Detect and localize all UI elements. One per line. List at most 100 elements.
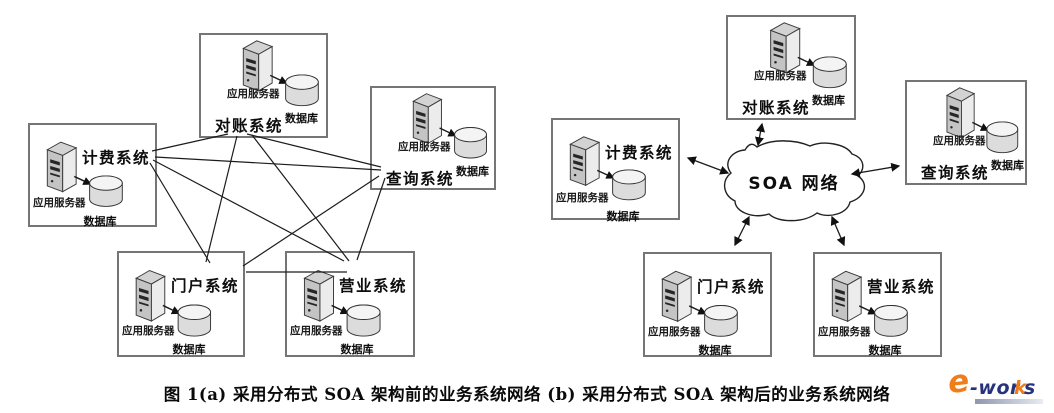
- server-to-db-arrow: [331, 304, 350, 315]
- link-reconciliation-portal: [205, 135, 238, 263]
- system-box-a-query: 查询系统 应用服务器 数据库: [370, 86, 496, 190]
- server-database-art: [831, 270, 908, 337]
- system-name: 计费系统: [605, 144, 674, 162]
- database-label: 数据库: [868, 344, 902, 357]
- arrow-query-soa: [850, 162, 901, 178]
- link-reconciliation-business: [251, 134, 350, 262]
- app-server-icon: [661, 270, 693, 323]
- database-icon: [285, 74, 319, 107]
- database-icon: [346, 304, 381, 337]
- arrow-reconciliation-soa: [754, 122, 766, 147]
- system-box-b-billing: 计费系统 应用服务器 数据库: [551, 118, 680, 223]
- server-to-db-arrow: [73, 175, 92, 185]
- app-server-icon: [769, 22, 801, 74]
- database-label: 数据库: [698, 344, 732, 357]
- system-name: 对账系统: [742, 99, 811, 117]
- logo-text-dark-end: s: [1024, 377, 1036, 399]
- system-box-a-billing: 计费系统 应用服务器 数据库: [28, 123, 157, 228]
- app-server-icon: [831, 270, 863, 323]
- system-box-b-reconciliation: 对账系统 应用服务器 数据库: [726, 15, 856, 120]
- link-billing-query: [154, 156, 382, 171]
- server-database-art: [412, 93, 487, 159]
- system-box-b-query: 查询系统 应用服务器 数据库: [905, 80, 1027, 185]
- app-server-icon: [135, 269, 166, 322]
- database-label: 数据库: [456, 165, 489, 178]
- server-database-art: [661, 270, 738, 337]
- database-label: 数据库: [812, 94, 845, 107]
- database-icon: [177, 304, 212, 337]
- link-billing-portal: [149, 162, 211, 264]
- database-icon: [454, 127, 487, 159]
- app-server-icon: [412, 93, 443, 145]
- server-database-art: [242, 40, 319, 107]
- server-to-db-arrow: [596, 169, 615, 179]
- app-server-label: 应用服务器: [754, 70, 807, 82]
- database-label: 数据库: [285, 112, 318, 125]
- system-box-b-portal: 门户系统 应用服务器 数据库: [643, 252, 772, 357]
- server-to-db-arrow: [858, 305, 877, 315]
- server-to-db-arrow: [439, 127, 457, 137]
- system-box-b-business: 营业系统 应用服务器 数据库: [813, 252, 942, 357]
- app-server-icon: [46, 141, 78, 193]
- app-server-label: 应用服务器: [648, 326, 701, 338]
- database-icon: [874, 304, 908, 337]
- system-name: 查询系统: [921, 164, 990, 182]
- system-name: 门户系统: [697, 278, 766, 296]
- system-name: 对账系统: [215, 117, 284, 135]
- database-label: 数据库: [991, 159, 1024, 172]
- logo-text-dark: -wor: [970, 377, 1020, 399]
- app-server-icon: [303, 269, 335, 322]
- server-to-db-arrow: [797, 56, 816, 66]
- app-server-label: 应用服务器: [556, 192, 609, 204]
- database-icon: [89, 175, 123, 207]
- app-server-label: 应用服务器: [818, 326, 871, 338]
- database-icon: [612, 169, 646, 201]
- server-to-db-arrow: [162, 304, 181, 315]
- server-database-art: [769, 22, 847, 89]
- logo-text-accent: k: [1014, 377, 1028, 399]
- database-label: 数据库: [172, 343, 206, 356]
- app-server-label: 应用服务器: [933, 135, 986, 147]
- app-server-icon: [242, 40, 274, 92]
- app-server-label: 应用服务器: [290, 325, 343, 337]
- app-server-label: 应用服务器: [122, 325, 175, 337]
- system-name: 查询系统: [386, 170, 455, 188]
- database-icon: [986, 121, 1019, 154]
- system-box-a-business: 营业系统 应用服务器 数据库: [285, 251, 415, 357]
- app-server-label: 应用服务器: [227, 88, 280, 100]
- server-to-db-arrow: [688, 305, 707, 315]
- eworks-logo: e -wor k s: [946, 363, 1052, 412]
- logo-underline-bar: [975, 399, 1043, 404]
- link-billing-business: [152, 159, 345, 262]
- system-name: 营业系统: [867, 278, 936, 296]
- system-name: 营业系统: [339, 277, 408, 295]
- database-label: 数据库: [606, 210, 640, 223]
- arrow-business-soa: [830, 215, 846, 247]
- server-database-art: [303, 269, 381, 337]
- app-server-label: 应用服务器: [398, 141, 451, 153]
- server-database-art: [945, 87, 1019, 154]
- link-reconciliation-query: [246, 133, 382, 168]
- app-server-icon: [569, 136, 601, 187]
- database-icon: [704, 304, 738, 337]
- figure-caption: 图 1(a) 采用分布式 SOA 架构前的业务系统网络 (b) 采用分布式 SO…: [163, 385, 891, 404]
- server-database-art: [569, 136, 646, 201]
- server-to-db-arrow: [972, 121, 990, 131]
- soa-network-label: SOA 网络: [748, 174, 840, 194]
- system-name: 计费系统: [82, 149, 151, 167]
- app-server-icon: [945, 87, 976, 139]
- app-server-label: 应用服务器: [33, 197, 86, 209]
- system-box-a-portal: 门户系统 应用服务器 数据库: [117, 251, 245, 357]
- system-name: 门户系统: [171, 277, 240, 295]
- arrow-billing-soa: [686, 156, 730, 175]
- database-icon: [812, 56, 847, 89]
- system-box-a-reconciliation: 对账系统 应用服务器 数据库: [199, 33, 328, 138]
- arrow-portal-soa: [734, 215, 750, 247]
- eworks-swoosh-e-icon: e: [946, 362, 971, 402]
- database-label: 数据库: [340, 343, 374, 356]
- server-to-db-arrow: [269, 74, 288, 84]
- database-label: 数据库: [83, 215, 117, 228]
- server-database-art: [46, 141, 123, 207]
- link-query-business: [356, 177, 386, 261]
